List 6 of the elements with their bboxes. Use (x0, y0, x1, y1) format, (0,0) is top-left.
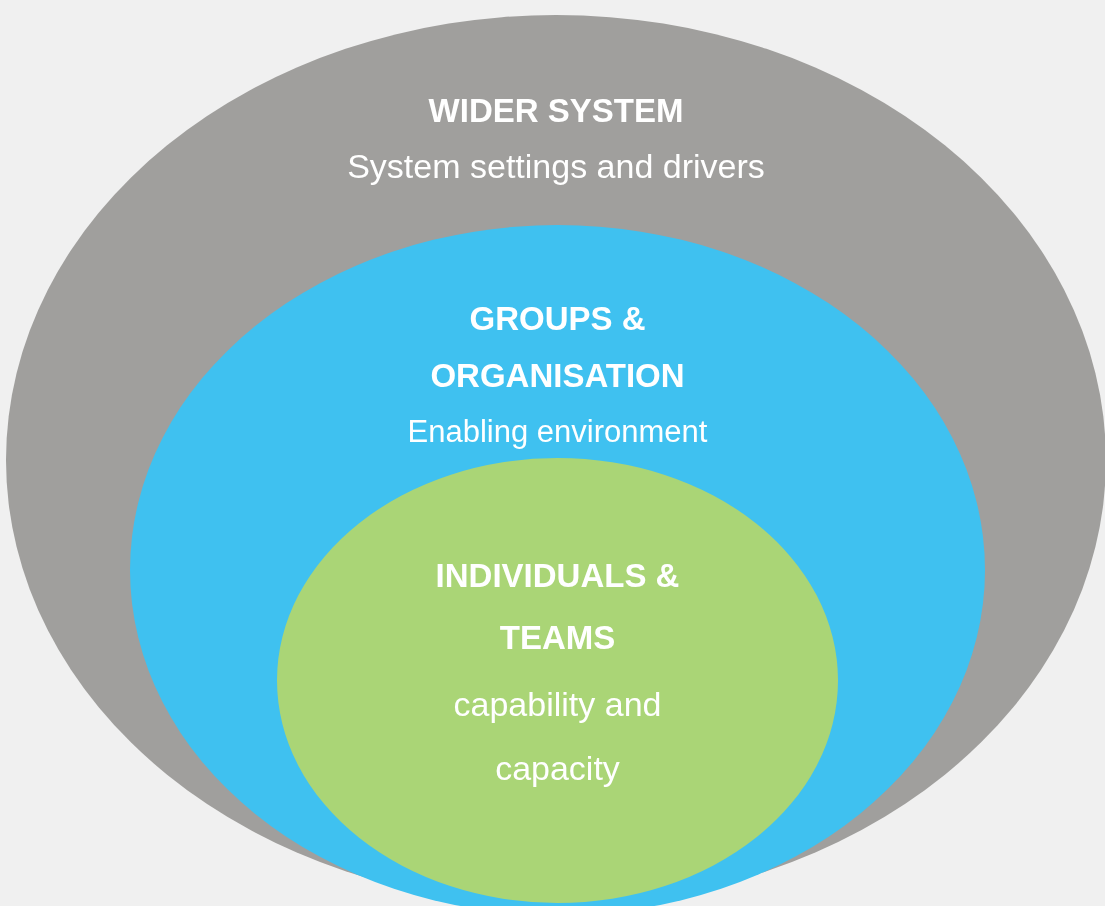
ellipse-subtitle: System settings and drivers (346, 146, 766, 187)
ellipse-heading: GROUPS & ORGANISATION (429, 299, 686, 396)
ellipse-subtitle: Enabling environment (406, 413, 709, 451)
ellipse-subtitle: capability and capacity (452, 684, 663, 789)
ellipse-heading: INDIVIDUALS & TEAMS (434, 556, 681, 658)
ellipse-heading: WIDER SYSTEM (427, 91, 685, 131)
